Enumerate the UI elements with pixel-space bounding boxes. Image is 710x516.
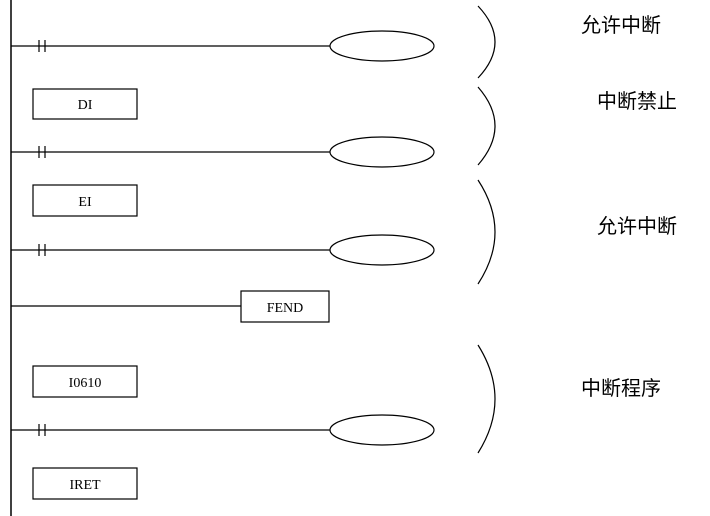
iret-label: IRET <box>69 478 101 493</box>
di-instruction: DI <box>32 88 138 120</box>
brace-3-icon <box>477 179 496 285</box>
i0610-label: I0610 <box>69 376 102 391</box>
di-box <box>32 88 138 120</box>
annotation-interrupt-program: 中断程序 <box>581 376 661 400</box>
brace-2-icon <box>477 86 496 166</box>
ei-label: EI <box>78 195 92 210</box>
ei-box <box>32 184 138 217</box>
coil-1-icon <box>329 30 435 62</box>
i0610-box <box>32 365 138 398</box>
rung-2 <box>11 136 435 168</box>
iret-instruction: IRET <box>32 467 138 500</box>
fend-label: FEND <box>267 301 304 316</box>
fend-box <box>240 290 330 323</box>
coil-2-icon <box>329 136 435 168</box>
di-label: DI <box>78 98 93 113</box>
brace-1-icon <box>477 5 496 79</box>
coil-4-icon <box>329 414 435 446</box>
interrupt-pointer: I0610 <box>32 365 138 398</box>
ei-instruction: EI <box>32 184 138 217</box>
fend-rung: FEND <box>11 290 330 323</box>
rung-1 <box>11 30 435 62</box>
iret-box <box>32 467 138 500</box>
brace-4-icon <box>477 344 496 454</box>
annotation-allow-interrupt-2: 允许中断 <box>597 214 677 238</box>
rung-3 <box>11 234 435 266</box>
annotation-allow-interrupt-1: 允许中断 <box>581 13 661 37</box>
rung-4 <box>11 414 435 446</box>
annotation-interrupt-disabled: 中断禁止 <box>597 89 677 113</box>
coil-3-icon <box>329 234 435 266</box>
